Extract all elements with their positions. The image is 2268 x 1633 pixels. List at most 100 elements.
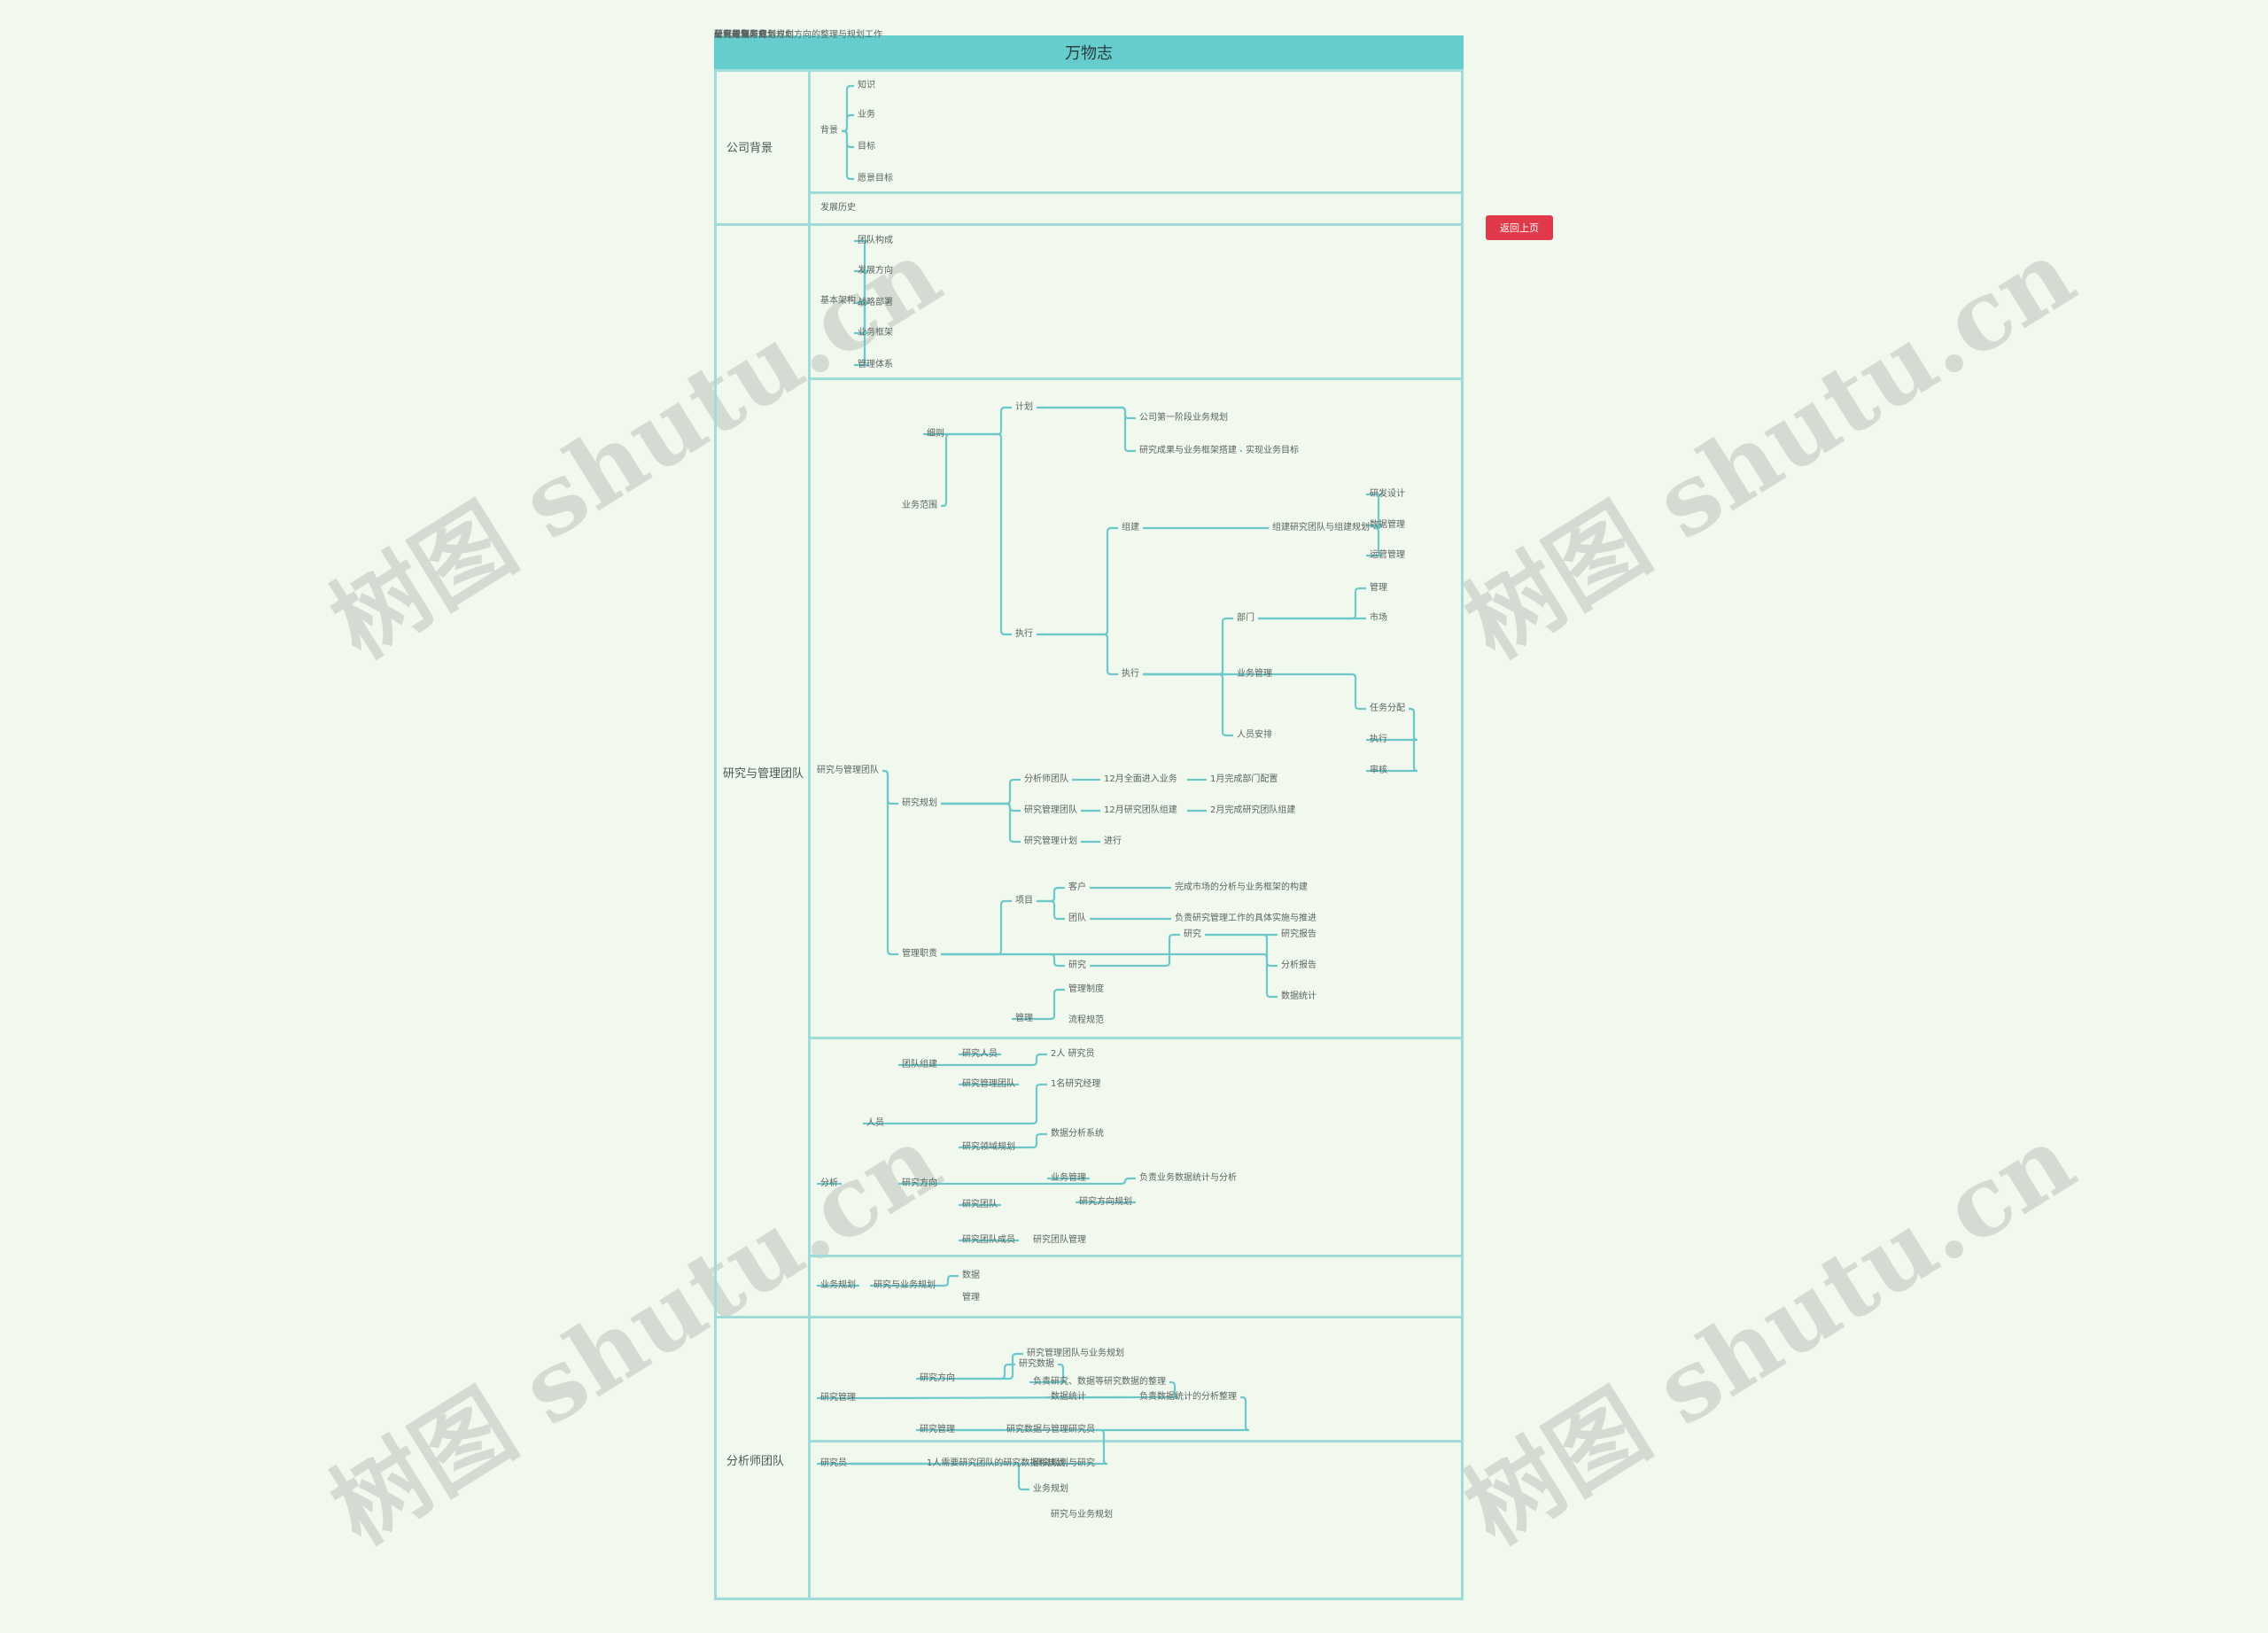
mindmap-node: 管理 xyxy=(1370,583,1387,593)
mindmap-node: 研究团队管理 xyxy=(1033,1235,1086,1245)
mindmap-node: 研究与业务规划 xyxy=(874,1280,936,1290)
mindmap-node: 研发设计 xyxy=(1370,489,1405,499)
connector xyxy=(1143,673,1233,737)
mindmap-node: 人员安排 xyxy=(1237,730,1272,740)
mindmap-node: 客户 xyxy=(1068,883,1086,892)
watermark-4: 树图 shutu.cn xyxy=(1446,1104,2093,1567)
mindmap-node: 研究规划 xyxy=(902,798,937,808)
connector-lines xyxy=(817,84,1418,1491)
mindmap-node: 管理体系 xyxy=(858,360,893,369)
connector xyxy=(858,1396,1137,1400)
mindmap-node: 研究方向规划 xyxy=(1079,1197,1132,1207)
connector xyxy=(842,113,854,133)
mindmap-node: 发展历史 xyxy=(820,203,856,213)
page-title: 万物志 xyxy=(714,35,1464,69)
mindmap-node: 数据 xyxy=(962,1271,980,1280)
mindmap-node: 业务规划研究 xyxy=(714,30,767,40)
connector xyxy=(1037,886,1065,903)
mindmap-node: 研究数据与管理 xyxy=(1006,1425,1068,1435)
watermark-2: 树图 shutu.cn xyxy=(1446,218,2093,680)
table-frame xyxy=(714,69,1464,1600)
connector xyxy=(850,1462,1029,1491)
mindmap-node: 研究与业务规划方向 xyxy=(714,30,794,40)
mindmap-node: 完成市场的分析与业务框架的构建 xyxy=(1175,883,1308,892)
connector xyxy=(941,778,1021,805)
mindmap-node: 业务管理 xyxy=(1237,669,1272,679)
connector xyxy=(948,406,1012,436)
mindmap-node: 管理 xyxy=(962,1293,980,1303)
mindmap-node: 负责业务数据统计与分析 xyxy=(1139,1173,1237,1183)
mindmap-node: 任务分配 xyxy=(1370,704,1405,713)
mindmap-node: 计划 xyxy=(1015,402,1033,412)
mindmap-node: 业务管理 xyxy=(1051,1173,1086,1183)
mindmap-node: 战略部署 xyxy=(858,298,893,307)
mindmap-node: 2月完成研究团队组建 xyxy=(1210,805,1296,815)
mindmap-node: 研究管理 xyxy=(820,1393,856,1403)
mindmap-node: 分析报告与规划 xyxy=(714,30,776,40)
mindmap-node: 项目 xyxy=(1015,896,1033,906)
row-divider xyxy=(808,377,1464,380)
mindmap-node: 执行 xyxy=(1015,629,1033,639)
mindmap-node: 团队构成 xyxy=(858,236,893,245)
connector xyxy=(842,129,854,181)
section-label-analysts: 分析师团队 xyxy=(726,1455,785,1468)
mindmap-node: 研究规划与研究 xyxy=(1033,1458,1095,1468)
mindmap-node: 人员 xyxy=(866,1118,884,1128)
connector xyxy=(941,953,1278,999)
mindmap-node: 研究管理 xyxy=(920,1425,955,1435)
mindmap-node: 研究人员 xyxy=(962,1049,998,1059)
connector xyxy=(817,1428,1108,1466)
mindmap-node: 分析师团队 xyxy=(1024,774,1068,784)
mindmap-node: 背景 xyxy=(820,126,838,136)
connector xyxy=(854,299,869,367)
mindmap-node: 进行 xyxy=(1104,836,1122,846)
mindmap-node: 研究 xyxy=(1184,929,1201,939)
connector xyxy=(1037,526,1118,636)
mindmap-node: 负责研究与业务规划方向的整理与规划工作 xyxy=(714,30,882,40)
mindmap-node: 研究管理团队与业务规划 xyxy=(1027,1349,1124,1358)
connector xyxy=(941,1177,1136,1186)
mindmap-node: 管理 xyxy=(1015,1014,1033,1023)
mindmap-node: 基本架构 xyxy=(820,296,856,306)
connector xyxy=(941,953,1065,968)
mindmap-node: 执行 xyxy=(1122,669,1139,679)
mindmap-node: 研究与管理团队 xyxy=(817,766,879,775)
mindmap-node: 研究报告 xyxy=(1281,929,1317,939)
connector xyxy=(941,899,1012,956)
connector xyxy=(882,769,898,956)
mindmap-node: 执行 xyxy=(1370,735,1387,744)
connector xyxy=(888,1083,1047,1125)
connector xyxy=(1037,406,1136,420)
mindmap-node: 目标 xyxy=(858,142,875,152)
section-label-team: 研究与管理团队 xyxy=(723,767,804,781)
mindmap-node: 数据统计 xyxy=(1281,991,1317,1001)
row-divider xyxy=(808,1255,1464,1257)
connector xyxy=(1037,899,1065,921)
mindmap-node: 研究团队成员 xyxy=(962,1235,1015,1245)
mindmap-node: 业务规划 xyxy=(820,1280,856,1290)
connector xyxy=(1090,933,1180,968)
mindmap-node: 市场 xyxy=(1370,613,1387,623)
section-divider xyxy=(714,1316,1464,1318)
mindmap-node: 管理制度 xyxy=(1068,984,1104,994)
mindmap-node: 1月完成部门配置 xyxy=(1210,774,1278,784)
connector xyxy=(941,802,1021,844)
back-button[interactable]: 返回上页 xyxy=(1486,215,1553,240)
mindmap-node: 研究方案 xyxy=(714,30,750,40)
mindmap-node: 研究团队 xyxy=(962,1200,998,1209)
mindmap-node: 业务 xyxy=(858,110,875,120)
mindmap-node: 研究规划方向 xyxy=(714,30,767,40)
mindmap-node: 研究成果与业务框架搭建 xyxy=(1139,446,1237,455)
mindmap-node: 团队 xyxy=(1068,914,1086,923)
connector xyxy=(882,769,898,805)
mindmap-node: 分析 xyxy=(820,1178,838,1188)
section-divider xyxy=(714,223,1464,226)
mindmap-node: 负责数据统计的分析整理 xyxy=(1139,1392,1237,1402)
mindmap-node: 愿景目标 xyxy=(858,174,893,183)
mindmap-node: 研究管理团队 xyxy=(962,1079,1015,1089)
mindmap-node: 研究方向 xyxy=(902,1178,937,1188)
connector xyxy=(941,1053,1047,1067)
mindmap-node: 运营管理 xyxy=(1370,550,1405,560)
connector xyxy=(1029,1363,1068,1384)
connector xyxy=(1366,707,1418,773)
